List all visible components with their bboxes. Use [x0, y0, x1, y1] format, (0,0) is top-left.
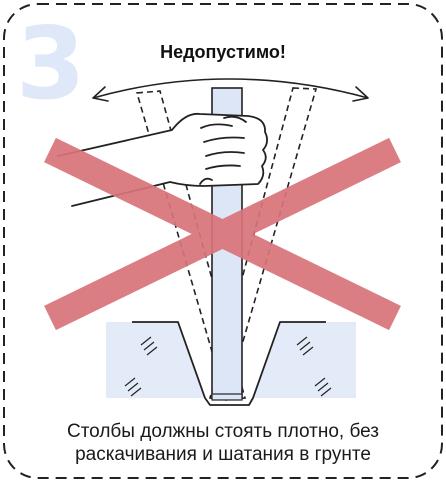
ground — [106, 322, 356, 410]
post-tilted-left — [135, 90, 247, 401]
caption-line-1: Столбы должны стоять плотно, без — [66, 421, 380, 442]
hole-outline — [132, 321, 326, 406]
caption: Столбы должны стоять плотно, без раскачи… — [0, 420, 446, 466]
ground-left — [106, 322, 205, 398]
hole-bottom — [205, 398, 253, 410]
post-tilted-outlines — [135, 87, 318, 401]
caption-line-2: раскачивания и шатания в грунте — [75, 444, 371, 465]
prohibition-cross-icon — [44, 137, 401, 331]
soil-hatch — [124, 336, 332, 397]
post-tilted-right — [208, 87, 318, 401]
warning-title: Недопустимо! — [160, 42, 286, 62]
card-border — [3, 3, 443, 479]
swing-arrow-icon — [92, 78, 369, 102]
step-number: 3 — [16, 5, 86, 122]
ground-right — [253, 322, 356, 398]
